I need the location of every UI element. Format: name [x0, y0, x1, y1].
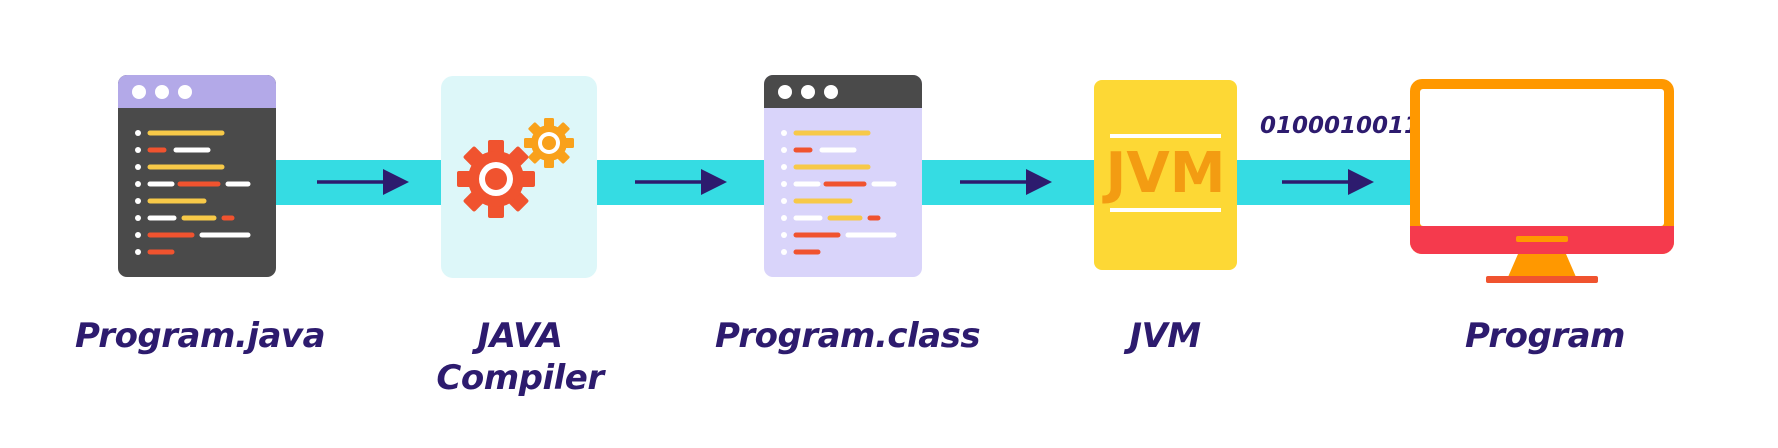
- jvm-card-line-top: [1110, 134, 1221, 138]
- stage-label-output: Program: [1465, 316, 1625, 356]
- code-window-icon: [118, 75, 276, 277]
- arrow-right-icon: [317, 169, 409, 195]
- stage-label-compiler-line1: JAVA: [477, 316, 563, 356]
- jvm-card-text: JVM: [1105, 141, 1226, 206]
- arrow-right-icon: [960, 169, 1052, 195]
- binary-text: 0100010011: [1260, 113, 1421, 139]
- stage-label-bytecode: Program.class: [715, 316, 981, 356]
- stage-label-jvm: JVM: [1129, 316, 1201, 356]
- stage-label-source: Program.java: [74, 316, 326, 356]
- arrow-right-icon: [635, 169, 727, 195]
- monitor-icon: [1410, 79, 1674, 283]
- class-window-icon: [764, 75, 922, 277]
- gears-icon: [441, 76, 597, 278]
- jvm-card-line-bottom: [1110, 208, 1221, 212]
- arrow-right-icon: [1282, 169, 1374, 195]
- jvm-card-icon: JVM: [1094, 80, 1237, 270]
- stage-label-compiler-line2: Compiler: [436, 358, 604, 398]
